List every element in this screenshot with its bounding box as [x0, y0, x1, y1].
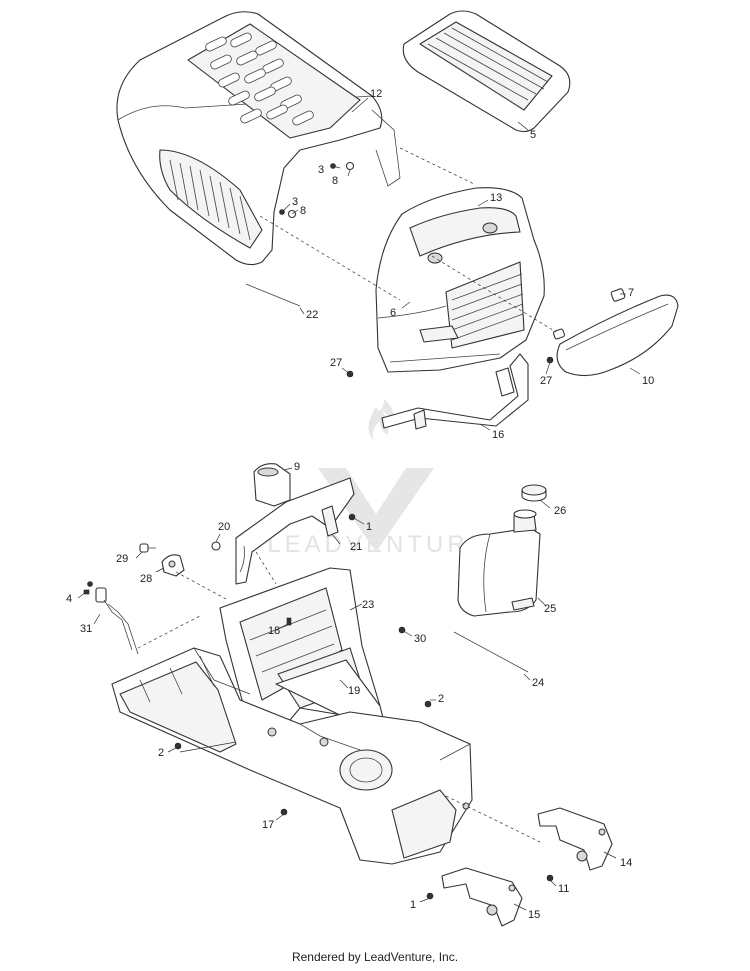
hood-insert-part-5 [402, 10, 571, 133]
callout-label: 15 [528, 909, 540, 921]
callout-label: 5 [530, 129, 536, 141]
callout-label: 6 [390, 307, 396, 319]
callout-label: 1 [410, 899, 416, 911]
leader-lines [77, 97, 641, 911]
throttle-part-31 [87, 581, 139, 655]
hood-top-vents [205, 32, 314, 126]
callout-label: 24 [532, 677, 544, 689]
callout-label: 1 [366, 521, 372, 533]
callout-label: 3 [292, 196, 298, 208]
callout-label: 2 [158, 747, 164, 759]
callout-label: 9 [294, 461, 300, 473]
callout-label: 7 [628, 287, 634, 299]
leadventure-watermark: LEADVENTURE [267, 399, 488, 558]
callout-label: 13 [490, 192, 502, 204]
callout-label: 26 [554, 505, 566, 517]
fuel-cap-part-26 [521, 484, 547, 502]
ignition-switch-part-28 [161, 554, 185, 577]
hood-cable-part-22 [245, 283, 301, 307]
key-part-29 [139, 543, 156, 553]
callout-label: 18 [268, 625, 280, 637]
screw-part-4 [83, 589, 90, 595]
bracket-part-15 [441, 867, 523, 927]
dash-part-9 [253, 463, 291, 507]
callout-label: 16 [492, 429, 504, 441]
dash-support-part-21 [235, 477, 355, 585]
callout-label: 12 [370, 88, 382, 100]
callout-labels: 12 5 3 8 3 8 13 7 22 6 27 27 10 16 9 1 2… [66, 88, 654, 921]
pin-7 [552, 288, 626, 340]
hood-side-grille [159, 149, 263, 249]
callout-label: 27 [330, 357, 342, 369]
callout-label: 28 [140, 573, 152, 585]
grille-part-13 [375, 187, 545, 373]
bracket-part-14 [537, 807, 613, 871]
hardware [174, 161, 554, 900]
callout-label: 2 [438, 693, 444, 705]
callout-label: 10 [642, 375, 654, 387]
callout-label: 11 [558, 883, 569, 895]
callout-label: 4 [66, 593, 72, 605]
callout-label: 30 [414, 633, 426, 645]
render-credit: Rendered by LeadVenture, Inc. [291, 950, 459, 964]
bracket-part-16 [381, 353, 529, 430]
callout-label: 17 [262, 819, 274, 831]
callout-label: 19 [348, 685, 360, 697]
watermark-text: LEADVENTURE [267, 531, 488, 558]
callout-label: 29 [116, 553, 128, 565]
fuel-line-part-24 [453, 631, 529, 673]
callout-label: 23 [362, 599, 374, 611]
callout-label: 14 [620, 857, 632, 869]
callout-label: 25 [544, 603, 556, 615]
callout-label: 22 [306, 309, 318, 321]
callout-label: 3 [318, 164, 324, 176]
callout-label: 8 [300, 205, 306, 217]
frame [111, 647, 473, 865]
callout-label: 27 [540, 375, 552, 387]
callout-label: 21 [350, 541, 362, 553]
callout-label: 20 [218, 521, 230, 533]
fuel-tank-part-25 [457, 509, 541, 617]
callout-label: 31 [80, 623, 92, 635]
bumper-part-10 [556, 294, 679, 377]
callout-label: 8 [332, 175, 338, 187]
hood-part-12 [116, 11, 401, 266]
